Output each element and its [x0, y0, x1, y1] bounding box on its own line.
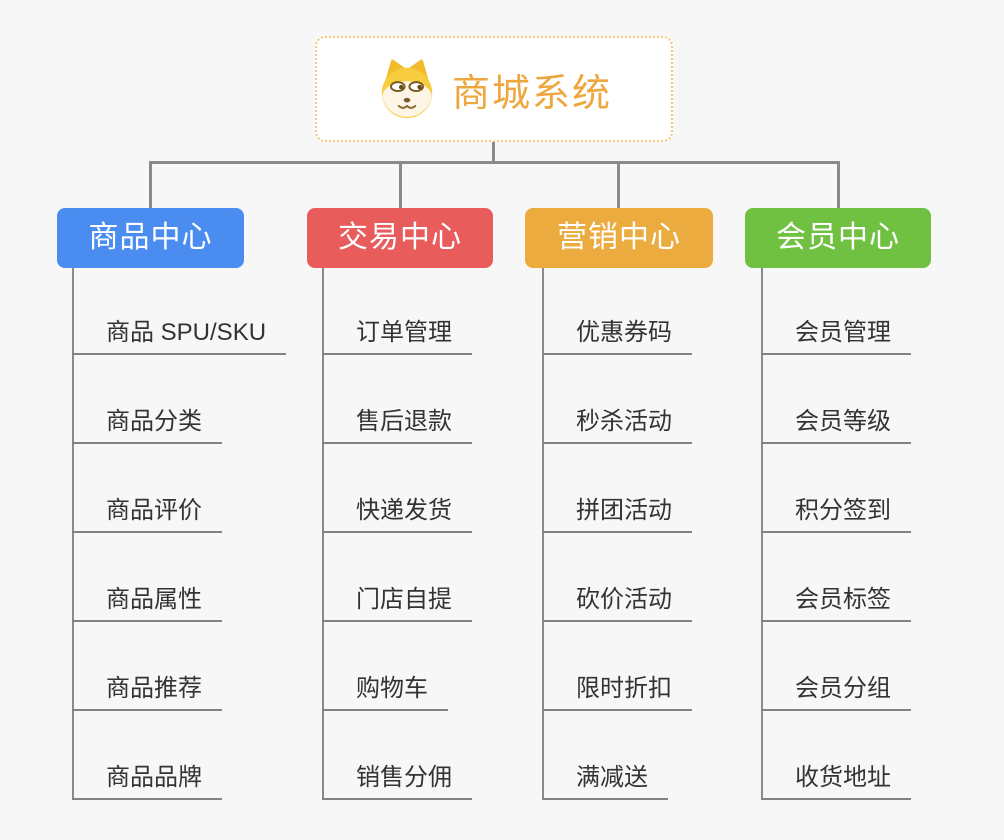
leaf-node[interactable]: 满减送: [542, 762, 668, 800]
connector-child-spine: [72, 268, 74, 800]
leaf-node[interactable]: 快递发货: [322, 495, 472, 533]
connector-branch-drop: [837, 161, 840, 208]
leaf-node[interactable]: 会员等级: [761, 406, 911, 444]
connector-horizontal-bar: [149, 161, 840, 164]
leaf-node[interactable]: 限时折扣: [542, 673, 692, 711]
leaf-node[interactable]: 会员管理: [761, 317, 911, 355]
leaf-node[interactable]: 商品推荐: [72, 673, 222, 711]
leaf-node[interactable]: 积分签到: [761, 495, 911, 533]
leaf-node[interactable]: 门店自提: [322, 584, 472, 622]
leaf-node[interactable]: 优惠券码: [542, 317, 692, 355]
branch-node-member-center[interactable]: 会员中心: [745, 208, 931, 268]
leaf-node[interactable]: 拼团活动: [542, 495, 692, 533]
leaf-node[interactable]: 商品品牌: [72, 762, 222, 800]
leaf-node[interactable]: 秒杀活动: [542, 406, 692, 444]
branch-node-product-center[interactable]: 商品中心: [57, 208, 244, 268]
connector-branch-drop: [399, 161, 402, 208]
root-node-label: 商城系统: [451, 72, 612, 115]
connector-branch-drop: [149, 161, 152, 208]
leaf-node[interactable]: 会员标签: [761, 584, 911, 622]
branch-node-marketing-center[interactable]: 营销中心: [525, 208, 713, 268]
leaf-node[interactable]: 收货地址: [761, 762, 911, 800]
leaf-node[interactable]: 商品属性: [72, 584, 222, 622]
leaf-node[interactable]: 砍价活动: [542, 584, 692, 622]
connector-root-drop: [492, 140, 495, 162]
leaf-node[interactable]: 售后退款: [322, 406, 472, 444]
leaf-node[interactable]: 商品 SPU/SKU: [72, 317, 287, 355]
connector-child-spine: [542, 268, 544, 800]
leaf-node[interactable]: 销售分佣: [322, 762, 472, 800]
branch-node-trade-center[interactable]: 交易中心: [307, 208, 493, 268]
root-node[interactable]: 商城系统: [315, 36, 673, 142]
leaf-node[interactable]: 商品评价: [72, 495, 222, 533]
doge-icon: [381, 59, 433, 119]
leaf-node[interactable]: 购物车: [322, 673, 448, 711]
leaf-node[interactable]: 会员分组: [761, 673, 911, 711]
connector-child-spine: [761, 268, 763, 800]
connector-child-spine: [322, 268, 324, 800]
connector-branch-drop: [617, 161, 620, 208]
leaf-node[interactable]: 商品分类: [72, 406, 222, 444]
leaf-node[interactable]: 订单管理: [322, 317, 472, 355]
